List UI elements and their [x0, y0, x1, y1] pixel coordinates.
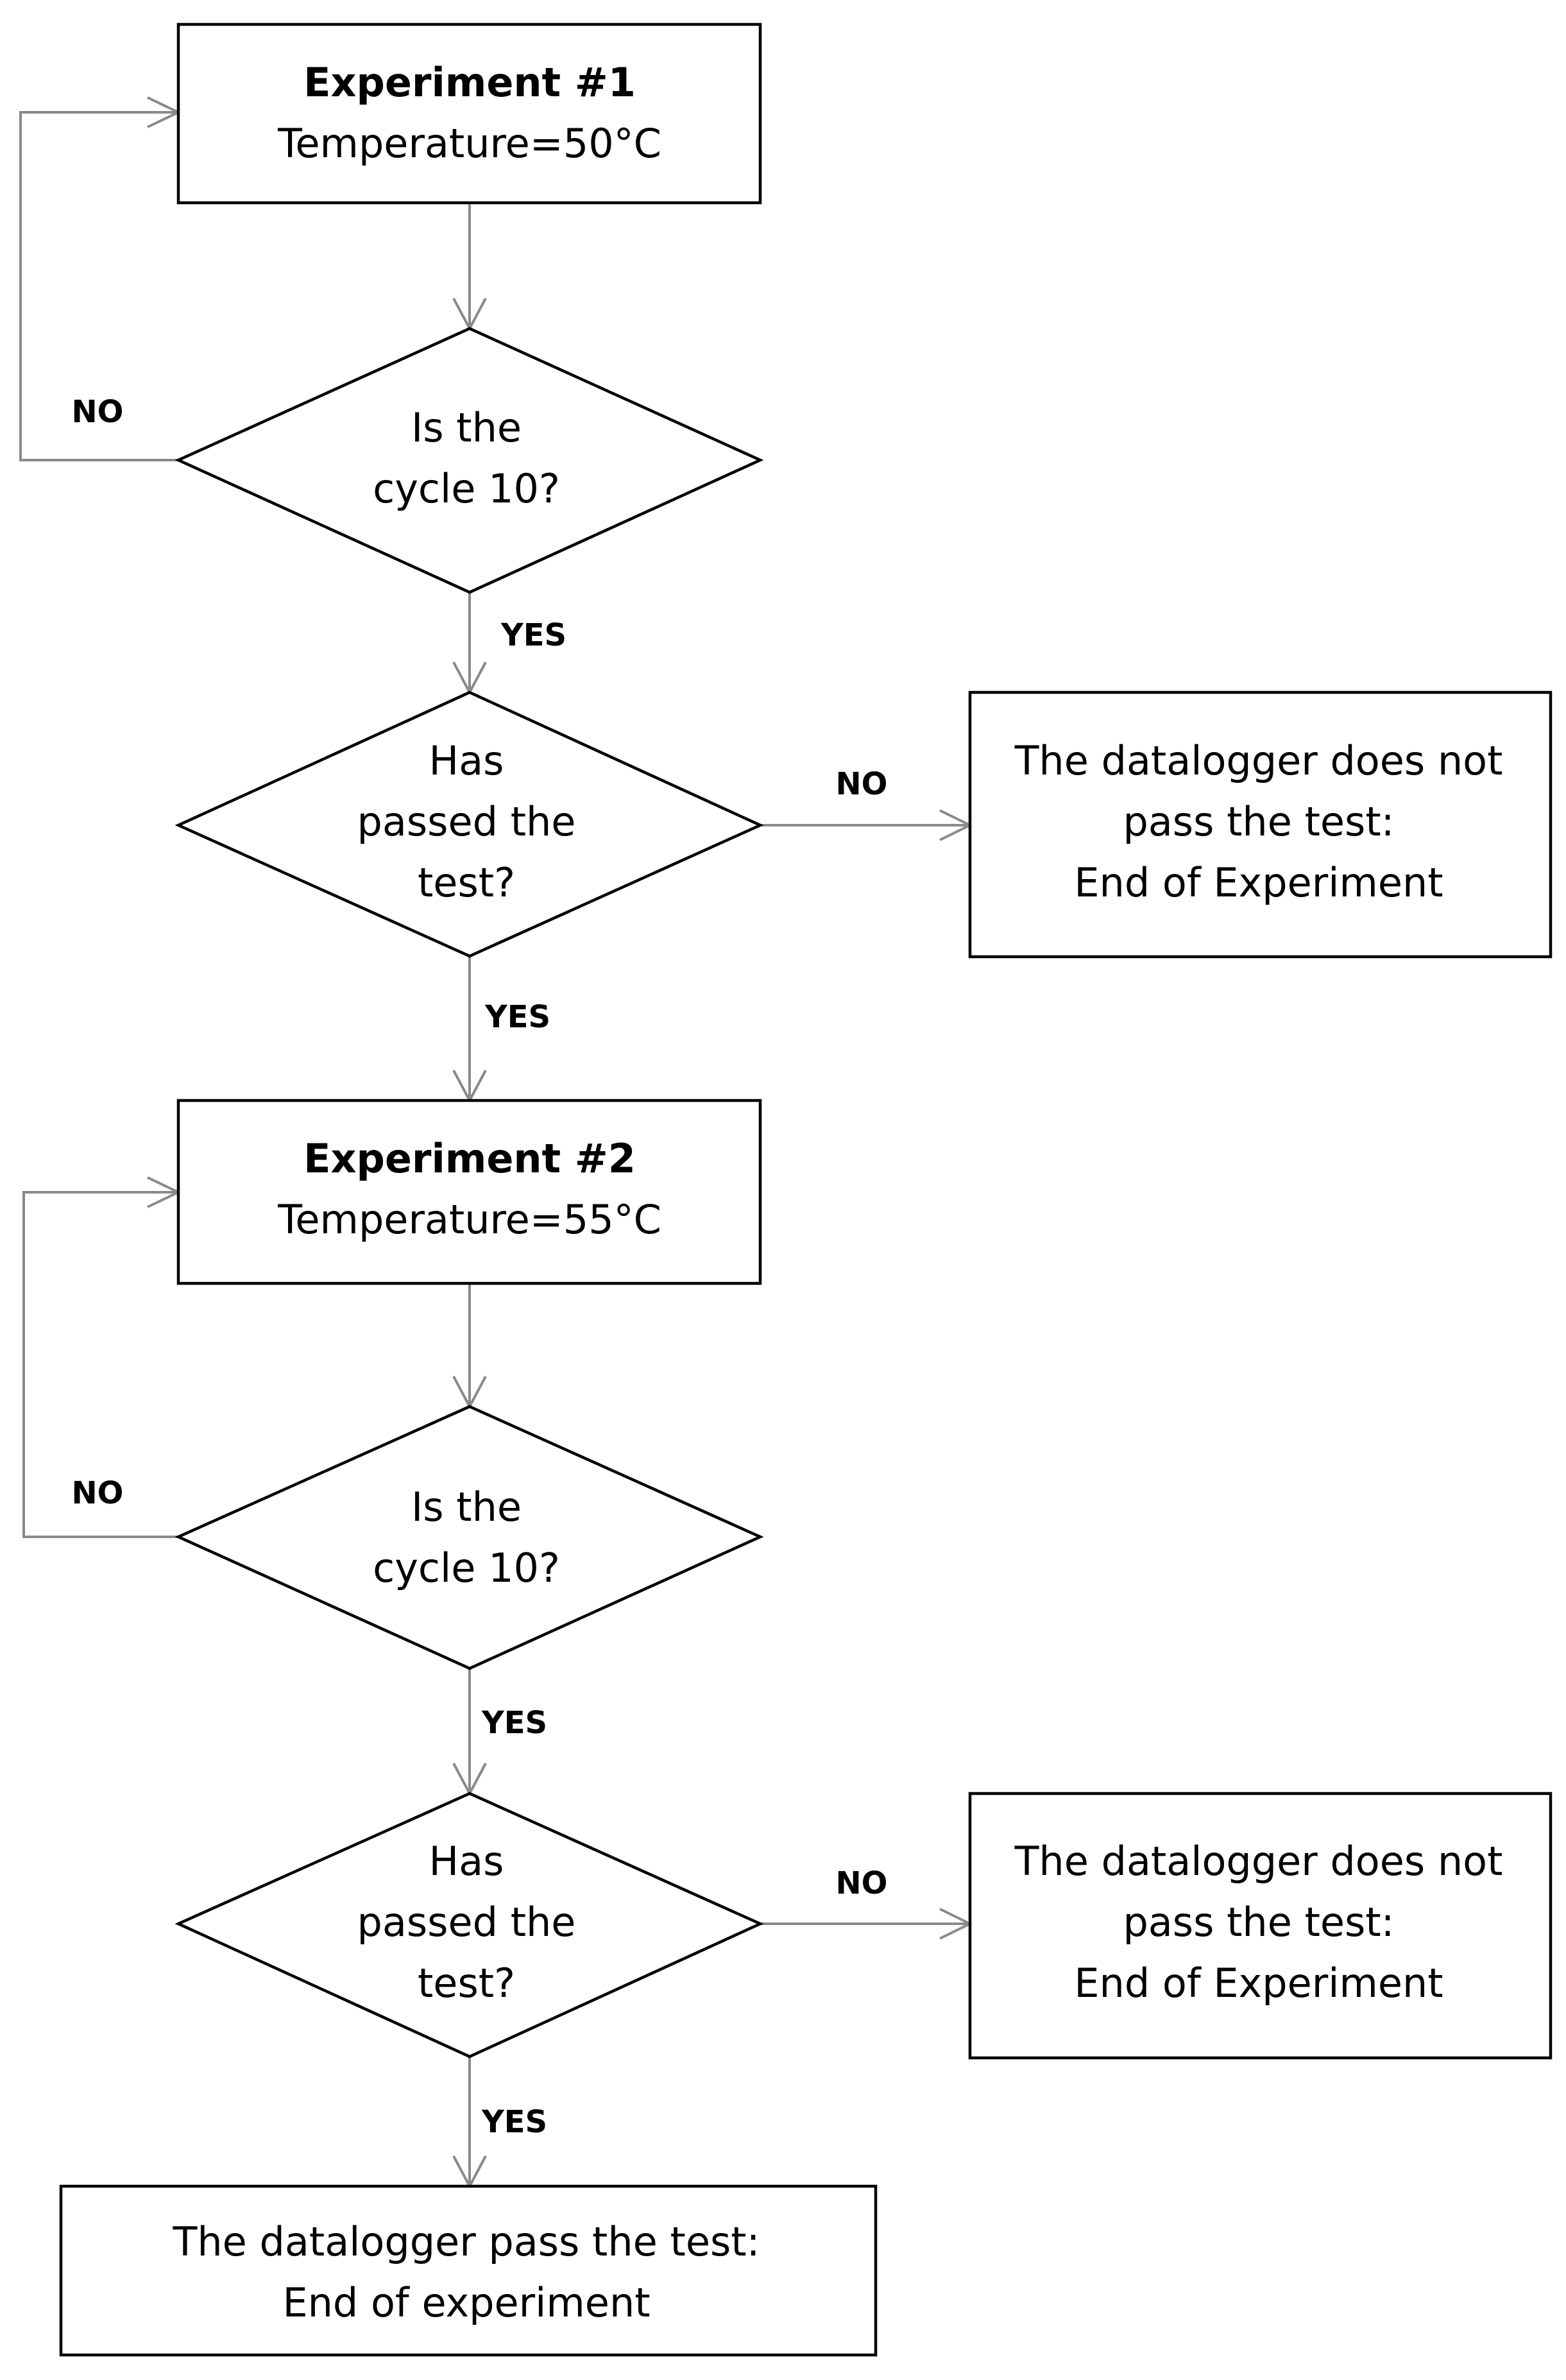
experiment-2-title: Experiment #2	[303, 1135, 636, 1182]
final-box-line2: End of experiment	[282, 2279, 650, 2326]
experiment-2-box: Experiment #2 Temperature=55°C	[176, 1099, 762, 1285]
experiment-1-box: Experiment #1 Temperature=50°C	[176, 22, 762, 205]
label-no-cycle2: NO	[72, 1475, 124, 1511]
fail-box-1-line3: End of Experiment	[1074, 859, 1443, 906]
label-yes-cycle2: YES	[481, 1705, 547, 1741]
experiment-1-title: Experiment #1	[303, 59, 636, 106]
pass-decision-2: Has passed the test?	[174, 1792, 764, 2059]
pass-decision-2-line2: passed the	[357, 1899, 576, 1946]
connector-cycle2-no-loop	[22, 1191, 178, 1538]
cycle-decision-1-line1: Is the	[411, 404, 522, 451]
pass-decision-1-line3: test?	[418, 859, 515, 906]
cycle-decision-1-line2: cycle 10?	[373, 465, 560, 512]
fail-box-2-line2: pass the test:	[1123, 1899, 1394, 1946]
pass-decision-1-line2: passed the	[357, 798, 576, 845]
experiment-2-temperature: Temperature=55°C	[277, 1196, 661, 1243]
label-yes-pass1: YES	[484, 999, 550, 1035]
pass-decision-1-line1: Has	[429, 737, 504, 784]
fail-box-2-line3: End of Experiment	[1074, 1960, 1443, 2007]
connector-cycle1-no-loop	[19, 111, 178, 461]
fail-box-1: The datalogger does not pass the test: E…	[968, 690, 1553, 959]
experiment-1-temperature: Temperature=50°C	[277, 120, 661, 167]
label-yes-cycle1: YES	[500, 617, 566, 653]
fail-box-1-line1: The datalogger does not	[1014, 737, 1503, 784]
pass-decision-2-line1: Has	[429, 1838, 504, 1885]
label-yes-pass2: YES	[481, 2104, 547, 2140]
final-box: The datalogger pass the test: End of exp…	[59, 2184, 878, 2357]
cycle-decision-2-line1: Is the	[411, 1484, 522, 1530]
label-no-cycle1: NO	[72, 394, 124, 430]
cycle-decision-1: Is the cycle 10?	[174, 327, 764, 594]
cycle-decision-2: Is the cycle 10?	[174, 1405, 764, 1670]
pass-decision-1: Has passed the test?	[174, 690, 764, 958]
fail-box-1-line2: pass the test:	[1123, 798, 1394, 845]
fail-box-2-line1: The datalogger does not	[1014, 1838, 1503, 1885]
cycle-decision-2-line2: cycle 10?	[373, 1545, 560, 1591]
final-box-line1: The datalogger pass the test:	[173, 2218, 760, 2265]
pass-decision-2-line3: test?	[418, 1960, 515, 2007]
label-no-pass1: NO	[836, 766, 888, 802]
label-no-pass2: NO	[836, 1865, 888, 1901]
fail-box-2: The datalogger does not pass the test: E…	[968, 1792, 1553, 2060]
